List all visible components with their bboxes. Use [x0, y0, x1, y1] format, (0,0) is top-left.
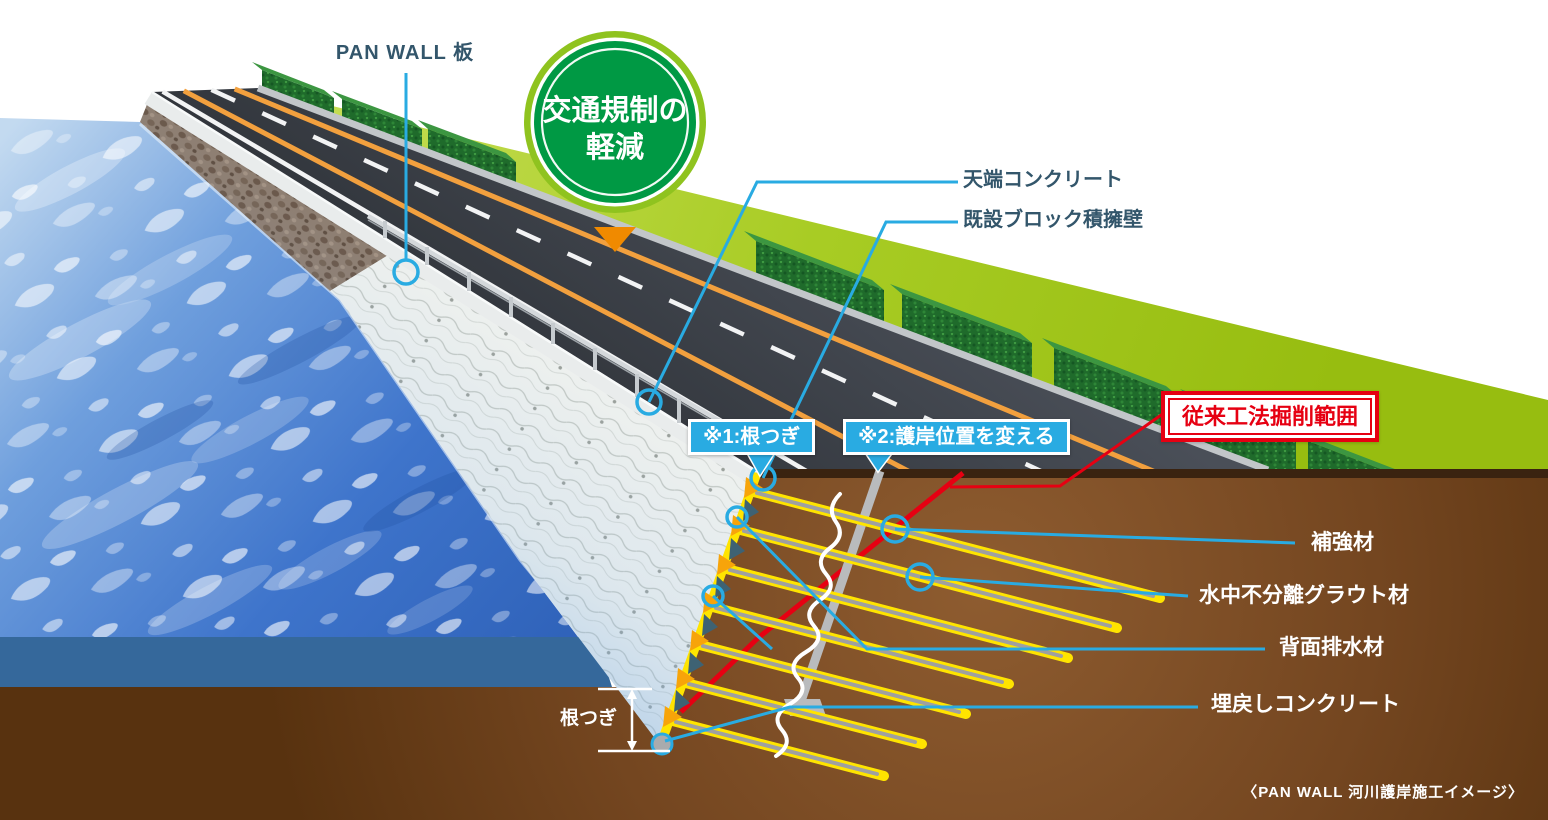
section-top-strip — [748, 469, 1548, 478]
traffic-badge-line2: 軽減 — [585, 132, 645, 165]
label-back-drainage: 背面排水材 — [1279, 636, 1384, 659]
label-crest-concrete: 天端コンクリート — [963, 169, 1123, 191]
crest-concrete-cap — [144, 92, 758, 484]
leader-lines — [404, 73, 1296, 743]
leader-drainage-1 — [735, 515, 1265, 651]
orange-pointer-triangle — [594, 227, 636, 252]
conventional-excavation-text: 従来工法掘削範囲 — [1168, 398, 1373, 436]
note1-badge: ※1:根つぎ — [688, 419, 816, 455]
note2-badge: ※2:護岸位置を変える — [843, 419, 1070, 455]
label-pan-wall-panel: PAN WALL 板 — [335, 42, 475, 64]
river-water — [0, 118, 598, 653]
road-far-curb — [256, 84, 1270, 474]
leader-grout — [919, 575, 1189, 598]
image-caption: 〈PAN WALL 河川護岸施工イメージ〉 — [1242, 784, 1524, 801]
label-existing-block-wall: 既設ブロック積擁壁 — [963, 209, 1143, 231]
leader-backfill — [664, 705, 1198, 743]
guardrail — [366, 214, 754, 449]
conventional-excavation-box: 従来工法掘削範囲 — [1161, 391, 1380, 443]
label-underwater-grout: 水中不分離グラウト材 — [1199, 584, 1409, 607]
label-backfill-concrete: 埋戻しコンクリート — [1211, 693, 1400, 716]
traffic-badge-line1: 交通規制の — [542, 95, 688, 127]
retaining-wall — [140, 90, 758, 745]
root-dimension-arrow — [598, 687, 670, 753]
ground-anchors — [664, 486, 1165, 781]
label-reinforcement: 補強材 — [1311, 531, 1374, 554]
label-root-extension: 根つぎ — [559, 708, 617, 729]
badge-pointers — [743, 448, 898, 478]
leader-existing-wall — [761, 220, 958, 479]
soil-boundary-squiggle — [774, 492, 842, 758]
road-orange-line-2 — [233, 86, 1157, 475]
soil-cross-section — [0, 470, 1548, 820]
road-orange-line-1 — [182, 88, 912, 475]
water-section-band — [0, 637, 612, 687]
traffic-badge-circle — [524, 31, 706, 213]
excavation-leader-line — [949, 411, 1165, 489]
wall-wet-overlay — [140, 92, 757, 745]
leader-crest-concrete — [647, 180, 958, 403]
leader-drainage-2 — [711, 594, 774, 651]
road-white-dashed-line — [210, 87, 1044, 475]
traffic-badge-text: 交通規制の 軽減 — [542, 93, 687, 167]
leader-reinforcement — [894, 527, 1296, 545]
